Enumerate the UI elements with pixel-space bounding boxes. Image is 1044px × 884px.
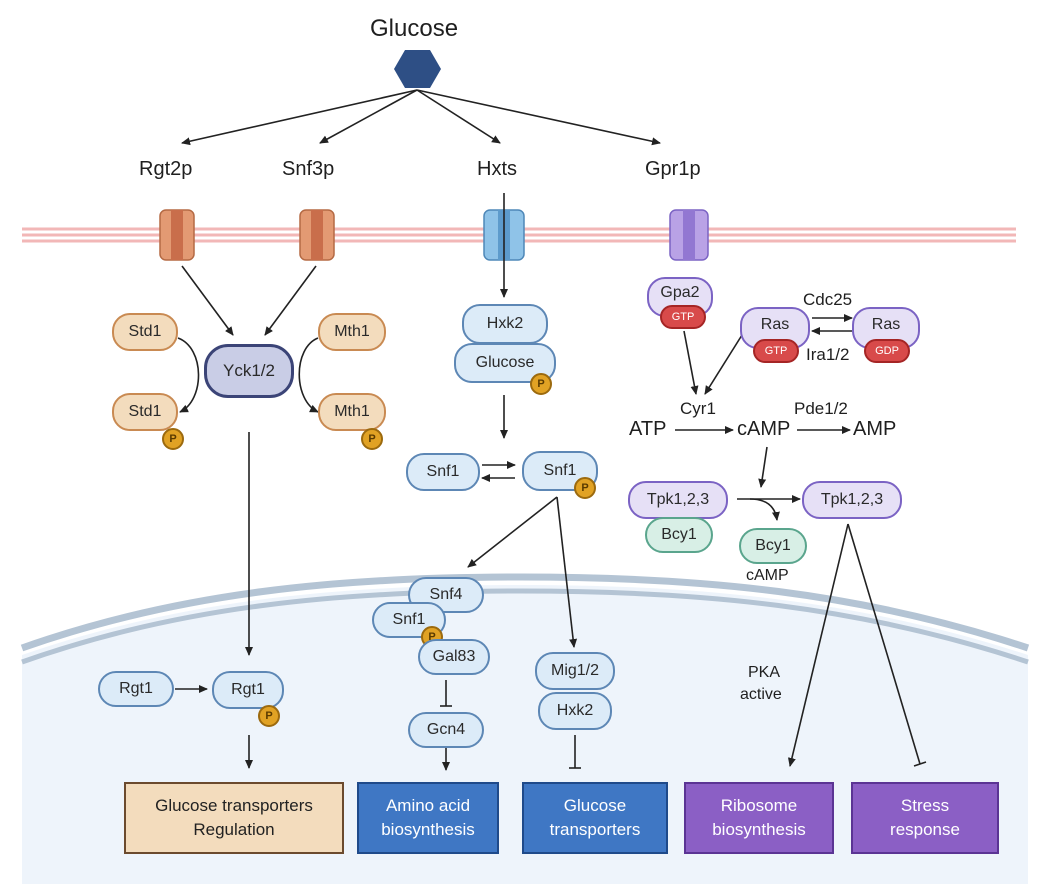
mig12-protein: Mig1/2 <box>535 652 615 690</box>
std1-protein: Std1 <box>112 313 178 351</box>
gpr1p-label: Gpr1p <box>645 158 701 180</box>
std1-phospho-protein: Std1 <box>112 393 178 431</box>
nuclear-envelope-outer <box>20 573 1030 652</box>
snf3p-label: Snf3p <box>282 158 335 180</box>
camp-label: cAMP <box>737 418 791 440</box>
glucose-title: Glucose <box>370 15 459 42</box>
ras-gdp-badge: GDP <box>864 339 910 363</box>
yck12-kinase: Yck1/2 <box>204 344 294 398</box>
ira12-label: Ira1/2 <box>806 345 850 364</box>
pka-label: PKA <box>748 664 781 681</box>
std1-phosphate-icon: P <box>162 428 184 450</box>
gpa2-gtp-badge: GTP <box>660 305 706 329</box>
camp-bound-label: cAMP <box>746 567 789 584</box>
rgt1-phosphate-icon: P <box>258 705 280 727</box>
gcn4-protein: Gcn4 <box>408 712 484 748</box>
cdc25-label: Cdc25 <box>803 290 853 309</box>
snf3p-channel-icon <box>299 209 335 261</box>
pde12-label: Pde1/2 <box>794 399 848 418</box>
gpr1p-channel-icon <box>669 209 709 261</box>
rgt1-phospho-protein: Rgt1 <box>212 671 284 709</box>
atp-label: ATP <box>629 418 667 440</box>
cyr1-label: Cyr1 <box>680 399 716 418</box>
glucose-hexagon-icon <box>394 50 441 88</box>
rgt2p-channel-icon <box>159 209 195 261</box>
rgt2p-label: Rgt2p <box>139 158 193 180</box>
nuclear-envelope-inner <box>21 588 1029 665</box>
gal83-subunit: Gal83 <box>418 639 490 675</box>
mth1-phosphate-icon: P <box>361 428 383 450</box>
hxts-label: Hxts <box>477 158 517 180</box>
mth1-phospho-protein: Mth1 <box>318 393 386 431</box>
ras-gtp-badge: GTP <box>753 339 799 363</box>
bcy1-free: Bcy1 <box>739 528 807 564</box>
bcy1-regulatory: Bcy1 <box>645 517 713 553</box>
amp-label: AMP <box>853 418 897 440</box>
tpk-free-catalytic: Tpk1,2,3 <box>802 481 902 519</box>
hxk2-phosphate-icon: P <box>530 373 552 395</box>
snf1-phosphate-icon: P <box>574 477 596 499</box>
hxk2-nuclear-protein: Hxk2 <box>538 692 612 730</box>
tpk-holoenzyme-catalytic: Tpk1,2,3 <box>628 481 728 519</box>
rgt1-protein: Rgt1 <box>98 671 174 707</box>
hxk2-protein: Hxk2 <box>462 304 548 344</box>
pka-active-label: active <box>740 686 782 703</box>
snf4-subunit: Snf4 <box>408 577 484 613</box>
snf1-protein: Snf1 <box>406 453 480 491</box>
mth1-protein: Mth1 <box>318 313 386 351</box>
